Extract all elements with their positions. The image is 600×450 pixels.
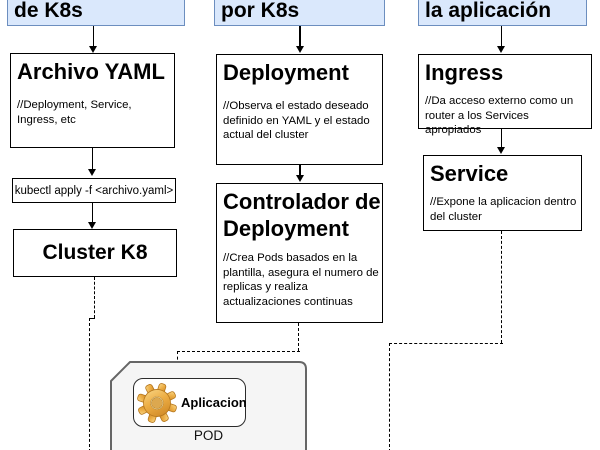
- right-column-header: la aplicación: [418, 0, 587, 26]
- kubectl-command-box: kubectl apply -f <archivo.yaml>: [12, 178, 176, 203]
- arrow-kubectl-to-cluster: [88, 203, 97, 229]
- aplicacion-label: Aplicacion: [181, 395, 247, 410]
- cluster-k8-label: Cluster K8: [42, 241, 148, 264]
- aplicacion-box: Aplicacion: [133, 378, 247, 427]
- kubectl-command-label: kubectl apply -f <archivo.yaml>: [14, 184, 174, 197]
- dashed-connector-service-3: [388, 343, 390, 450]
- arrow-header-to-deployment: [295, 26, 305, 53]
- controlador-deployment-comment: //Crea Pods basados en la plantilla, ase…: [223, 252, 379, 308]
- dashed-connector-controlador-1: [298, 323, 299, 351]
- deployment-comment: //Observa el estado deseado definido en …: [223, 100, 370, 142]
- archivo-yaml-box: Archivo YAML //Deployment, Service, Ingr…: [10, 53, 175, 148]
- ingress-comment: //Da acceso externo como un router a los…: [425, 95, 574, 137]
- left-column-header-label: de K8s: [14, 0, 83, 22]
- service-box: Service //Expone la aplicacion dentro de…: [423, 155, 582, 231]
- dashed-connector-cluster-2: [89, 318, 95, 319]
- arrow-header-to-archivo: [89, 26, 98, 53]
- controlador-deployment-title: Controlador de Deployment: [223, 189, 381, 241]
- archivo-yaml-comment: //Deployment, Service, Ingress, etc: [17, 99, 132, 126]
- dashed-connector-cluster-1: [93, 277, 95, 318]
- service-comment: //Expone la aplicacion dentro del cluste…: [430, 196, 577, 223]
- gear-icon: [137, 382, 177, 423]
- dashed-connector-controlador-2: [176, 351, 300, 352]
- service-title: Service: [430, 161, 509, 186]
- arrow-ingress-to-service: [497, 128, 506, 154]
- pod-container: Aplicacion POD: [110, 361, 308, 450]
- dashed-connector-service-2: [388, 343, 503, 344]
- archivo-yaml-title: Archivo YAML: [17, 59, 165, 84]
- controlador-deployment-box: Controlador de Deployment //Crea Pods ba…: [216, 183, 383, 323]
- pod-label: POD: [193, 428, 224, 443]
- right-column-header-label: la aplicación: [425, 0, 552, 22]
- deployment-title: Deployment: [223, 60, 349, 85]
- dashed-connector-service-1: [501, 231, 502, 343]
- left-column-header: de K8s: [7, 0, 185, 26]
- middle-column-header-label: por K8s: [221, 0, 300, 22]
- deployment-box: Deployment //Observa el estado deseado d…: [216, 54, 383, 165]
- cluster-k8-box: Cluster K8: [13, 229, 177, 277]
- arrow-deployment-to-controlador: [295, 165, 305, 182]
- dashed-connector-cluster-3: [89, 318, 90, 450]
- ingress-title: Ingress: [425, 60, 504, 85]
- ingress-box: Ingress //Da acceso externo como un rout…: [418, 54, 592, 136]
- arrow-header-to-ingress: [497, 26, 506, 53]
- arrow-archivo-to-kubectl: [88, 148, 97, 176]
- middle-column-header: por K8s: [214, 0, 385, 26]
